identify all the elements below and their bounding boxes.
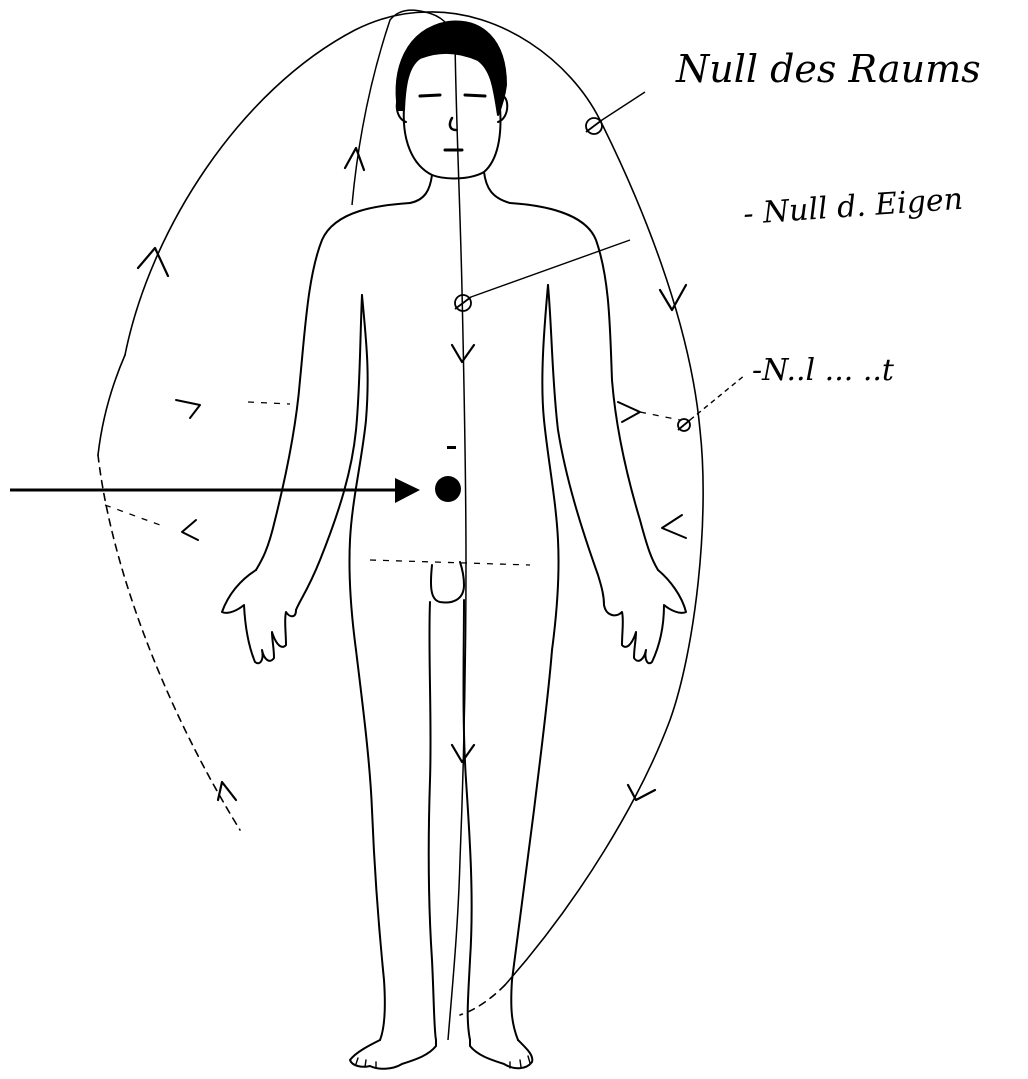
leader-third-zero <box>690 375 745 420</box>
outer-loop-left-bottom <box>98 355 125 455</box>
right-outer-leg <box>511 650 552 1040</box>
navel-mark <box>447 446 456 449</box>
leader-space-zero <box>602 92 645 120</box>
lower-dashed-line-left <box>105 505 160 525</box>
label-space-zero: Null des Raums <box>675 47 981 91</box>
dashed-cross-lines <box>105 402 680 565</box>
space-zero-slash <box>586 120 602 132</box>
chevron-left-right-side <box>662 515 686 538</box>
arrow-up-left-outer <box>138 248 168 276</box>
upper-dashed-line-right <box>640 412 680 420</box>
right-eye <box>465 95 485 96</box>
loop-arrowheads <box>138 148 686 800</box>
left-shoulder-arm <box>256 203 410 570</box>
nose <box>450 118 456 130</box>
arrow-up-inner <box>345 148 364 170</box>
hip-dashed-line <box>370 560 530 565</box>
pointer-arrow-head <box>395 478 420 503</box>
center-dot <box>435 476 461 502</box>
label-own-zero: - Null d. Eigen <box>742 182 964 232</box>
neck-left <box>410 175 432 203</box>
left-foot <box>350 1040 436 1069</box>
right-torso <box>542 285 558 650</box>
human-figure <box>222 22 686 1069</box>
central-axis-line <box>448 40 466 1040</box>
space-zero-point <box>586 118 602 134</box>
chevron-left-left-side <box>182 520 198 540</box>
outer-loop-left-lower <box>98 455 240 830</box>
right-inner-arm <box>548 285 604 605</box>
outer-loop-left-upper <box>125 12 428 355</box>
left-eye <box>420 95 440 96</box>
arrow-down-right-lower <box>628 785 655 800</box>
left-inner-leg <box>429 602 436 1040</box>
left-torso <box>349 295 367 650</box>
outer-field-loop <box>98 12 703 1015</box>
label-leaders <box>471 92 745 420</box>
upper-dashed-line <box>248 402 290 404</box>
chevron-right-right-side <box>618 402 640 422</box>
chevron-right-left-side <box>176 400 200 418</box>
left-hand <box>222 570 296 663</box>
label-third-zero: -N..l ... ..t <box>752 353 895 388</box>
neck-right <box>484 172 510 203</box>
left-outer-leg <box>356 650 385 1040</box>
right-hand <box>604 570 686 663</box>
left-inner-arm <box>296 295 362 610</box>
third-zero-point <box>678 419 690 431</box>
hair <box>397 22 506 115</box>
genitals <box>431 562 464 602</box>
dashed-line-chevrons <box>176 400 686 540</box>
right-foot <box>470 1040 532 1068</box>
central-axis <box>448 40 466 1040</box>
pointer-arrow <box>10 478 420 503</box>
right-shoulder-arm <box>510 203 658 570</box>
